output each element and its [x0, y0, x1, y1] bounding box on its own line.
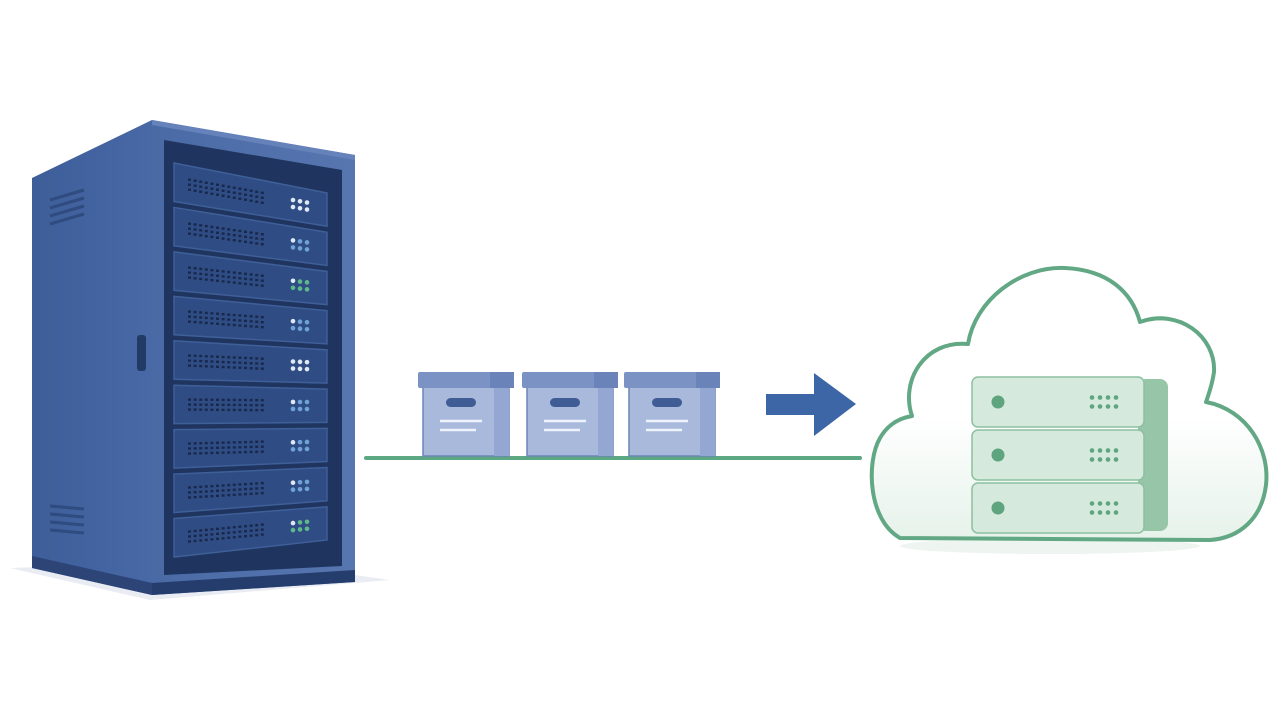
storage-box-icon	[522, 372, 618, 457]
box-lid-shade	[490, 372, 514, 388]
box-handle	[550, 398, 580, 407]
rack-unit-leds	[290, 439, 310, 452]
rack-unit-face	[173, 251, 328, 306]
rack-unit-leds	[290, 278, 310, 292]
box-handle	[446, 398, 476, 407]
cloud-server-stack	[971, 376, 1168, 534]
box-side-shade	[598, 386, 613, 456]
rack-unit-leds	[290, 519, 310, 533]
box-lid-shade	[696, 372, 720, 388]
cloud-server-unit	[971, 376, 1145, 428]
storage-box-icon	[624, 372, 720, 457]
rack-unit-vent	[188, 178, 264, 204]
box-lid-shade	[594, 372, 618, 388]
cloud-destination	[869, 265, 1269, 554]
rack-unit	[173, 162, 328, 228]
rack-unit-leds	[290, 318, 310, 332]
rack-unit	[173, 384, 328, 425]
box-side-shade	[494, 386, 509, 456]
rack-unit-face	[173, 505, 328, 558]
cloud-server-power-led	[991, 448, 1005, 462]
rack-unit	[173, 251, 328, 306]
rack-unit-face	[173, 339, 328, 384]
rack-unit	[173, 295, 328, 345]
rack-unit-leds	[290, 359, 310, 372]
rack-unit-vent	[188, 222, 264, 246]
rack-side-panel	[32, 120, 152, 595]
rack-unit-leds	[290, 197, 310, 212]
server-rack	[10, 120, 390, 600]
cloud-server-face	[971, 429, 1145, 481]
rack-unit	[173, 505, 328, 558]
rack-unit-vent	[188, 440, 264, 455]
cloud-server-unit	[971, 482, 1145, 534]
cloud-server-vent	[1089, 448, 1119, 462]
cloud-server-vent	[1089, 501, 1119, 515]
storage-box-icon	[418, 372, 514, 457]
rack-side-base	[32, 556, 152, 595]
rack-side-vent-top	[49, 188, 85, 226]
rack-unit-vent	[188, 481, 264, 499]
cloud-server-power-led	[991, 395, 1005, 409]
rack-unit-leds	[290, 479, 310, 493]
rack-unit-face	[173, 295, 328, 345]
server-stack-side	[1138, 379, 1168, 531]
rack-unit-vent	[188, 354, 264, 370]
rack-door-handle	[137, 335, 146, 371]
rack-side-vent-bottom	[49, 504, 85, 535]
rack-unit	[173, 206, 328, 267]
rack-unit-vent	[188, 310, 264, 329]
box-side-shade	[700, 386, 715, 456]
cloud-shadow	[900, 538, 1200, 554]
rack-unit-vent	[188, 398, 264, 412]
rack-base	[152, 570, 355, 595]
storage-boxes	[418, 372, 720, 457]
transfer-conveyor	[364, 372, 862, 460]
rack-unit-vent	[188, 266, 264, 287]
migration-arrow-icon	[766, 373, 856, 436]
rack-units	[173, 162, 328, 558]
box-handle	[652, 398, 682, 407]
cloud-server-face	[971, 376, 1145, 428]
rack-unit-face	[173, 427, 328, 469]
cloud-server-vent	[1089, 395, 1119, 409]
rack-unit	[173, 427, 328, 469]
rack-unit-vent	[188, 523, 264, 543]
cloud-server-face	[971, 482, 1145, 534]
rack-unit	[173, 466, 328, 514]
rack-front-edge	[152, 120, 355, 160]
rack-unit	[173, 339, 328, 384]
cloud-server-power-led	[991, 501, 1005, 515]
rack-unit-leds	[290, 399, 310, 412]
cloud-server-unit	[971, 429, 1145, 481]
rack-unit-face	[173, 466, 328, 514]
rack-unit-leds	[290, 238, 310, 252]
